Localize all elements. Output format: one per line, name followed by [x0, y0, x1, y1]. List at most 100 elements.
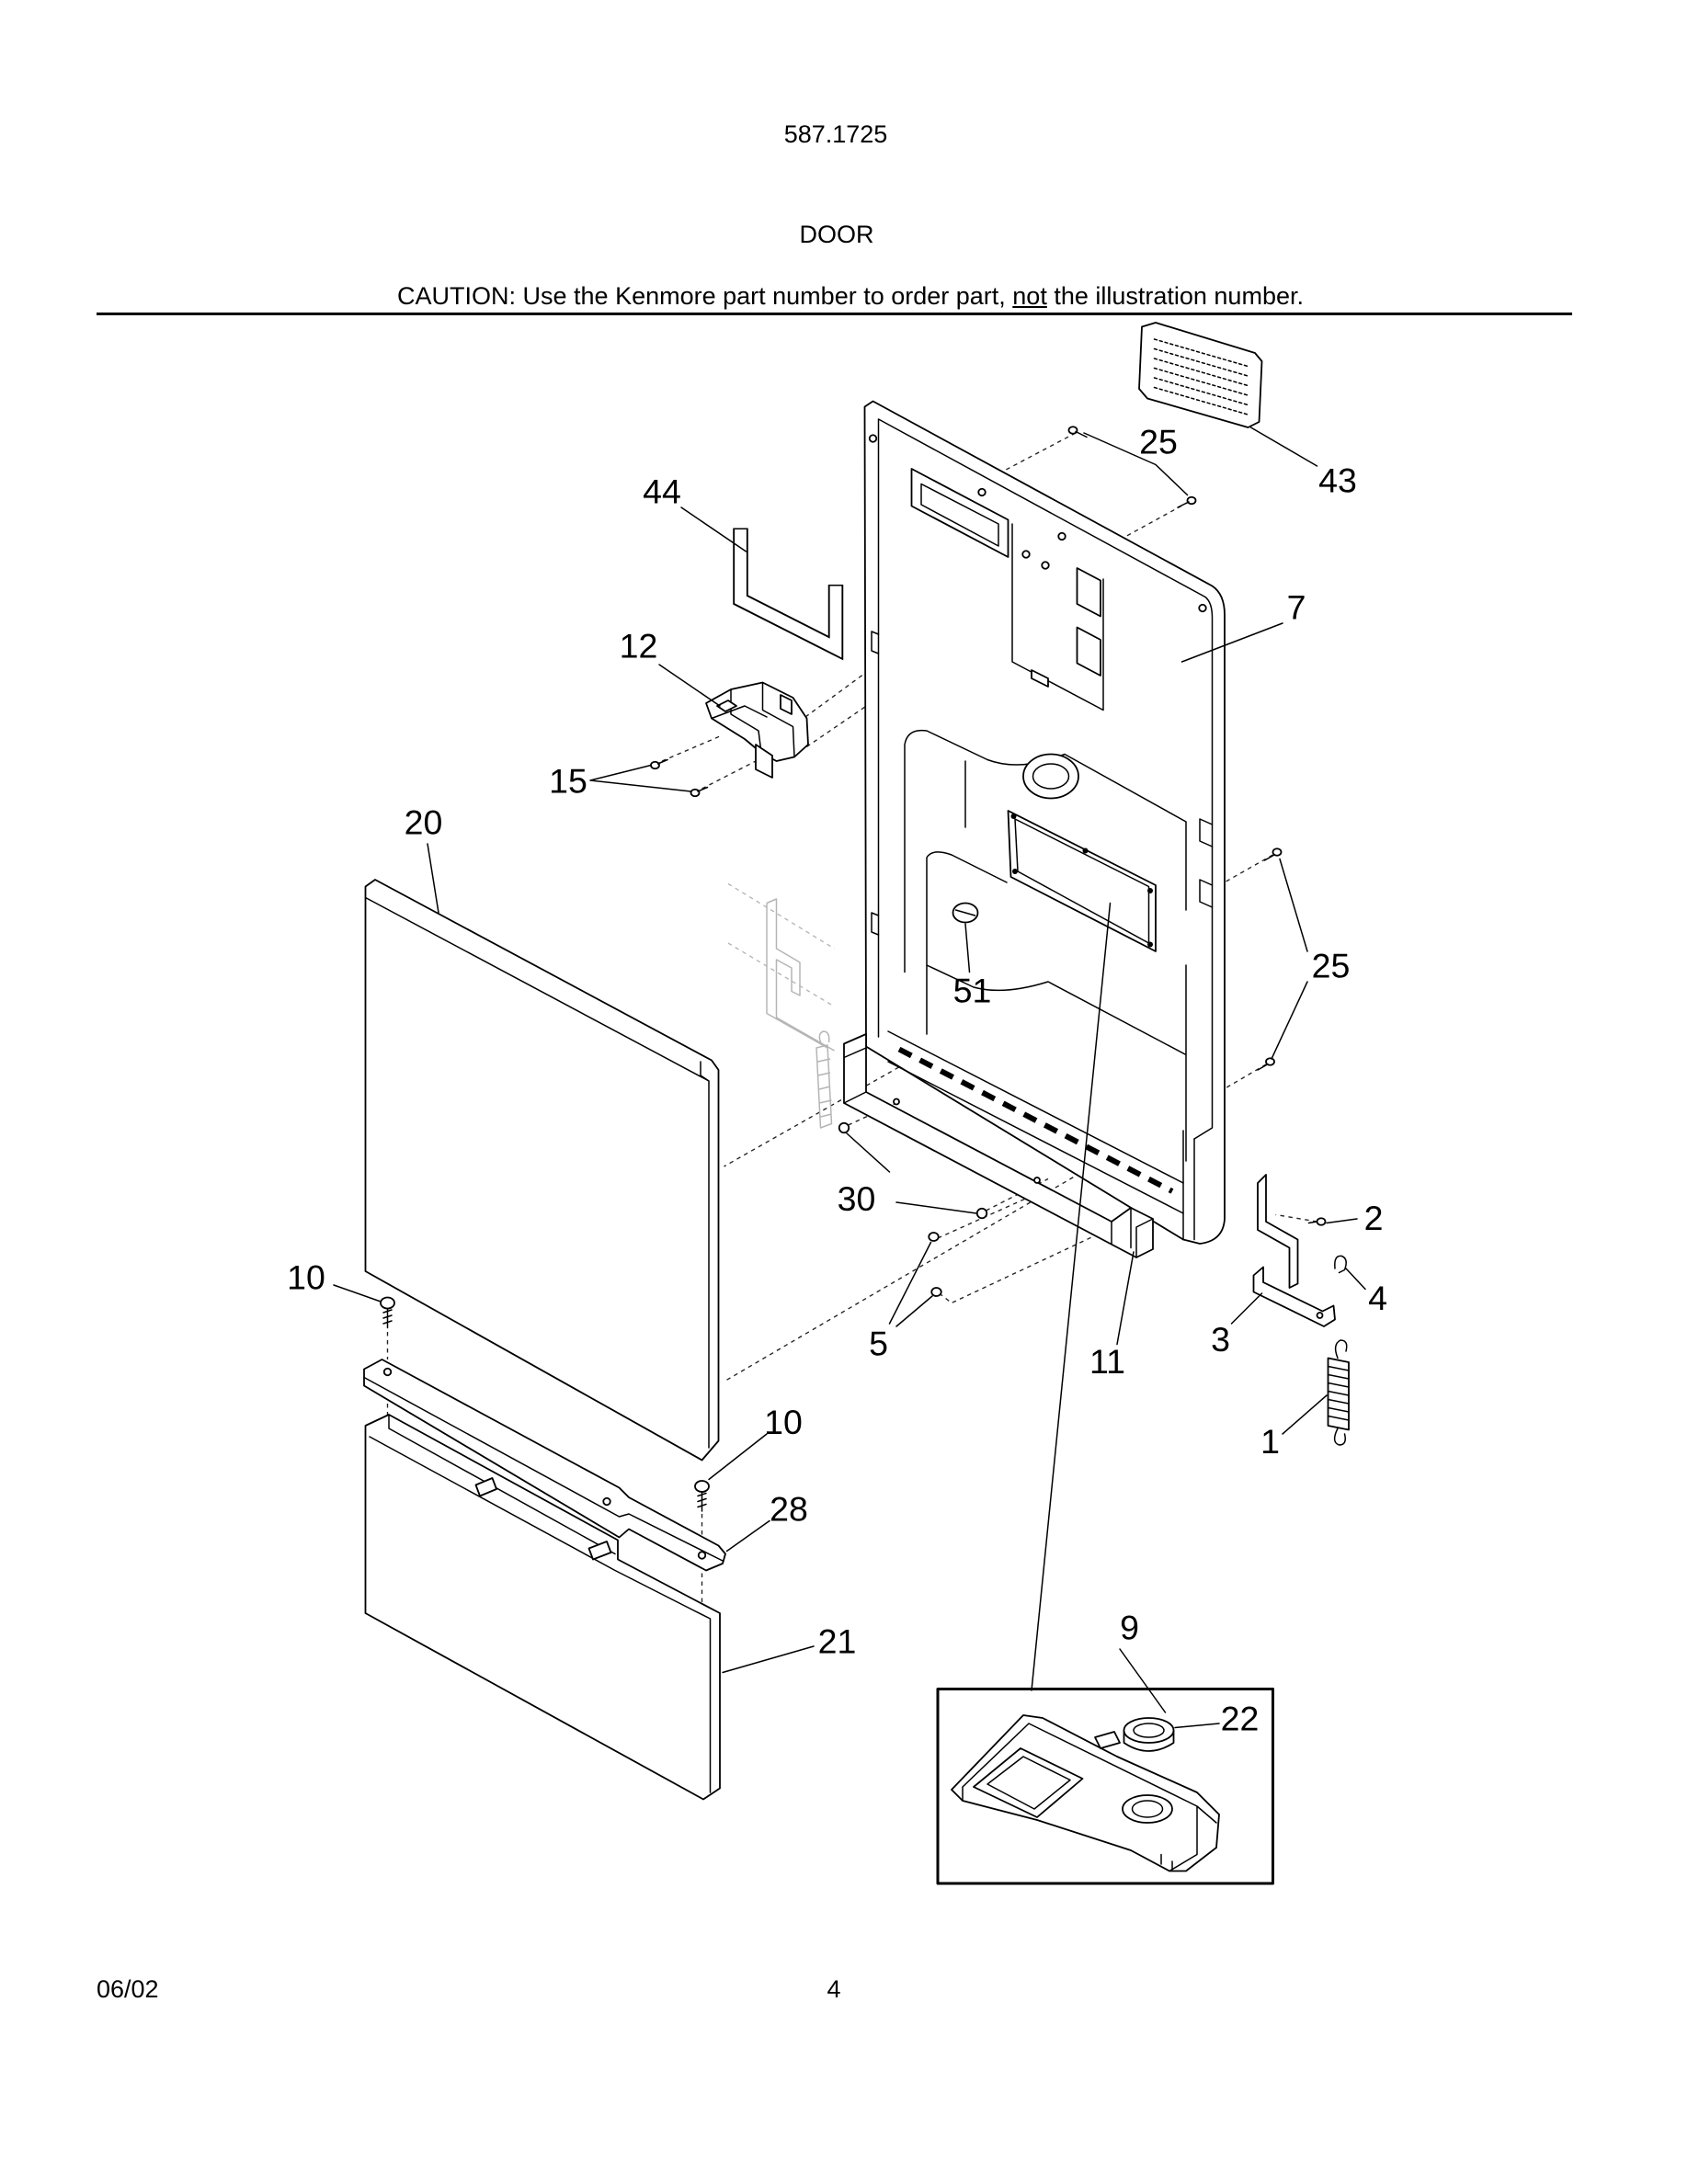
part-7-door-inner-panel	[863, 400, 1226, 1245]
door-panel-hole	[1198, 603, 1207, 613]
hinge-screw	[1316, 1217, 1327, 1226]
screw-15-upper-shaft	[656, 758, 668, 765]
door-panel-hole	[977, 487, 987, 497]
spring-coils	[1327, 1365, 1350, 1421]
screw-10-left-thread	[382, 1307, 393, 1329]
leader-line-12	[658, 664, 721, 707]
door-bottom-slots	[897, 1046, 1174, 1194]
hinge-screw-shaft	[1307, 1221, 1318, 1224]
alignment-line-faded-hinge-upper	[727, 882, 835, 950]
part-4-clip	[1334, 1255, 1347, 1274]
dispenser-tab	[1094, 1731, 1121, 1749]
leader-line-dispenser-connector	[1031, 902, 1112, 1691]
latch-mount-hole	[1021, 550, 1031, 559]
dispenser-cup	[973, 1747, 1084, 1818]
latch-tab	[780, 694, 793, 715]
screw-10-right-thread	[697, 1491, 707, 1512]
callout-labels: 25 43 44 7 12 15 20 25 51 30 2 10 4 5 3 …	[287, 423, 1387, 1738]
screw-10-left-head	[380, 1296, 395, 1310]
bracket-hole	[893, 1098, 900, 1106]
screw-10-right-head	[694, 1480, 710, 1493]
outer-panel-flange	[364, 896, 710, 1449]
part-43-grille	[1138, 322, 1263, 428]
leader-line-30	[846, 1132, 977, 1214]
u-bracket-fill	[735, 529, 842, 658]
callout-12: 12	[620, 627, 658, 665]
screw-25-right-upper-shaft	[1263, 854, 1275, 861]
door-panel-lower-recess	[926, 851, 1187, 1162]
faded-spring	[815, 1030, 833, 1129]
screw-5-lower	[930, 1287, 942, 1297]
part-9-dispenser-inset	[936, 1688, 1274, 1885]
part-12-latch-assembly	[705, 681, 809, 779]
door-panel-hole	[1057, 531, 1066, 541]
latch-lever	[755, 744, 773, 779]
section-title: DOOR	[799, 221, 874, 248]
dispenser-opening-screw-hole	[1147, 941, 1153, 948]
callout-7: 7	[1287, 588, 1306, 627]
callout-15: 15	[549, 762, 587, 801]
screw-15-upper	[650, 760, 660, 770]
callout-25-top: 25	[1139, 423, 1178, 461]
alignment-line-faded-hinge-lower	[727, 942, 835, 1007]
footer-date: 06/02	[97, 1975, 159, 2003]
door-panel-hole	[868, 434, 878, 443]
part-1-spring	[1327, 1339, 1350, 1446]
latch-mount-plate	[1011, 523, 1104, 711]
washer-30-left	[838, 1121, 850, 1134]
part-21-lower-access-panel	[364, 1414, 721, 1801]
part-28-support-bar	[363, 1359, 726, 1572]
screw-25-right-upper	[1272, 847, 1283, 857]
cap-top	[1123, 1717, 1175, 1744]
dispenser-latch-detail	[1160, 1853, 1173, 1871]
leader-line-20	[427, 843, 439, 914]
spring-bottom-hook	[1333, 1428, 1346, 1446]
part-10-screws	[380, 1296, 710, 1512]
screw-25-top-right	[1186, 495, 1197, 506]
lower-panel-outline	[364, 1414, 721, 1801]
part-51-ring	[952, 902, 979, 924]
leader-line-22	[1174, 1723, 1220, 1729]
callout-20: 20	[405, 803, 443, 842]
part-3-hinge-bracket	[1252, 1266, 1336, 1327]
dispenser-opening-screw-hole	[1147, 888, 1153, 893]
leader-line-2	[1326, 1218, 1358, 1224]
leader-line-43	[1249, 427, 1318, 467]
latch-mount-hole	[1041, 561, 1050, 570]
screw-25-top-left-shaft	[1075, 430, 1088, 438]
screw-25-top-left	[1067, 426, 1078, 435]
leader-line-10-right	[708, 1433, 768, 1481]
leader-line-9	[1119, 1648, 1167, 1713]
callout-1: 1	[1260, 1422, 1280, 1461]
leader-line-15	[589, 764, 692, 792]
callout-25-right: 25	[1312, 947, 1351, 985]
door-bottom-channel	[887, 1030, 1184, 1214]
dispenser-opening-screw-hole	[1082, 847, 1089, 854]
support-bar-hole	[382, 1367, 393, 1377]
dispenser-cup-inner	[987, 1756, 1071, 1810]
latch-mount-tab	[1031, 669, 1049, 688]
alignment-line-screw-2	[1275, 1213, 1317, 1223]
bracket-outline	[843, 1033, 1154, 1258]
callout-44: 44	[643, 472, 681, 511]
faded-left-hinge-assembly	[766, 898, 835, 1129]
latch-catch	[716, 700, 737, 712]
dispenser-opening	[1007, 810, 1157, 952]
grille-outline	[1138, 322, 1263, 428]
callout-3: 3	[1211, 1320, 1230, 1359]
door-panel-outline	[863, 400, 1226, 1245]
part-20-outer-door-panel	[364, 879, 720, 1462]
part-5-screws	[928, 1232, 942, 1297]
callout-43: 43	[1318, 461, 1357, 500]
leader-line-10-left	[333, 1284, 382, 1302]
callout-4: 4	[1368, 1279, 1387, 1317]
callout-21: 21	[818, 1622, 857, 1661]
callout-11: 11	[1089, 1342, 1125, 1381]
model-number: 587.1725	[783, 120, 888, 148]
door-bottom-right-lip	[1182, 1130, 1195, 1241]
vent-oval-inner	[1032, 763, 1070, 790]
bracket-hole	[1033, 1177, 1041, 1184]
hinge-slot-lower	[1076, 626, 1101, 677]
leader-line-3	[1230, 1292, 1263, 1325]
